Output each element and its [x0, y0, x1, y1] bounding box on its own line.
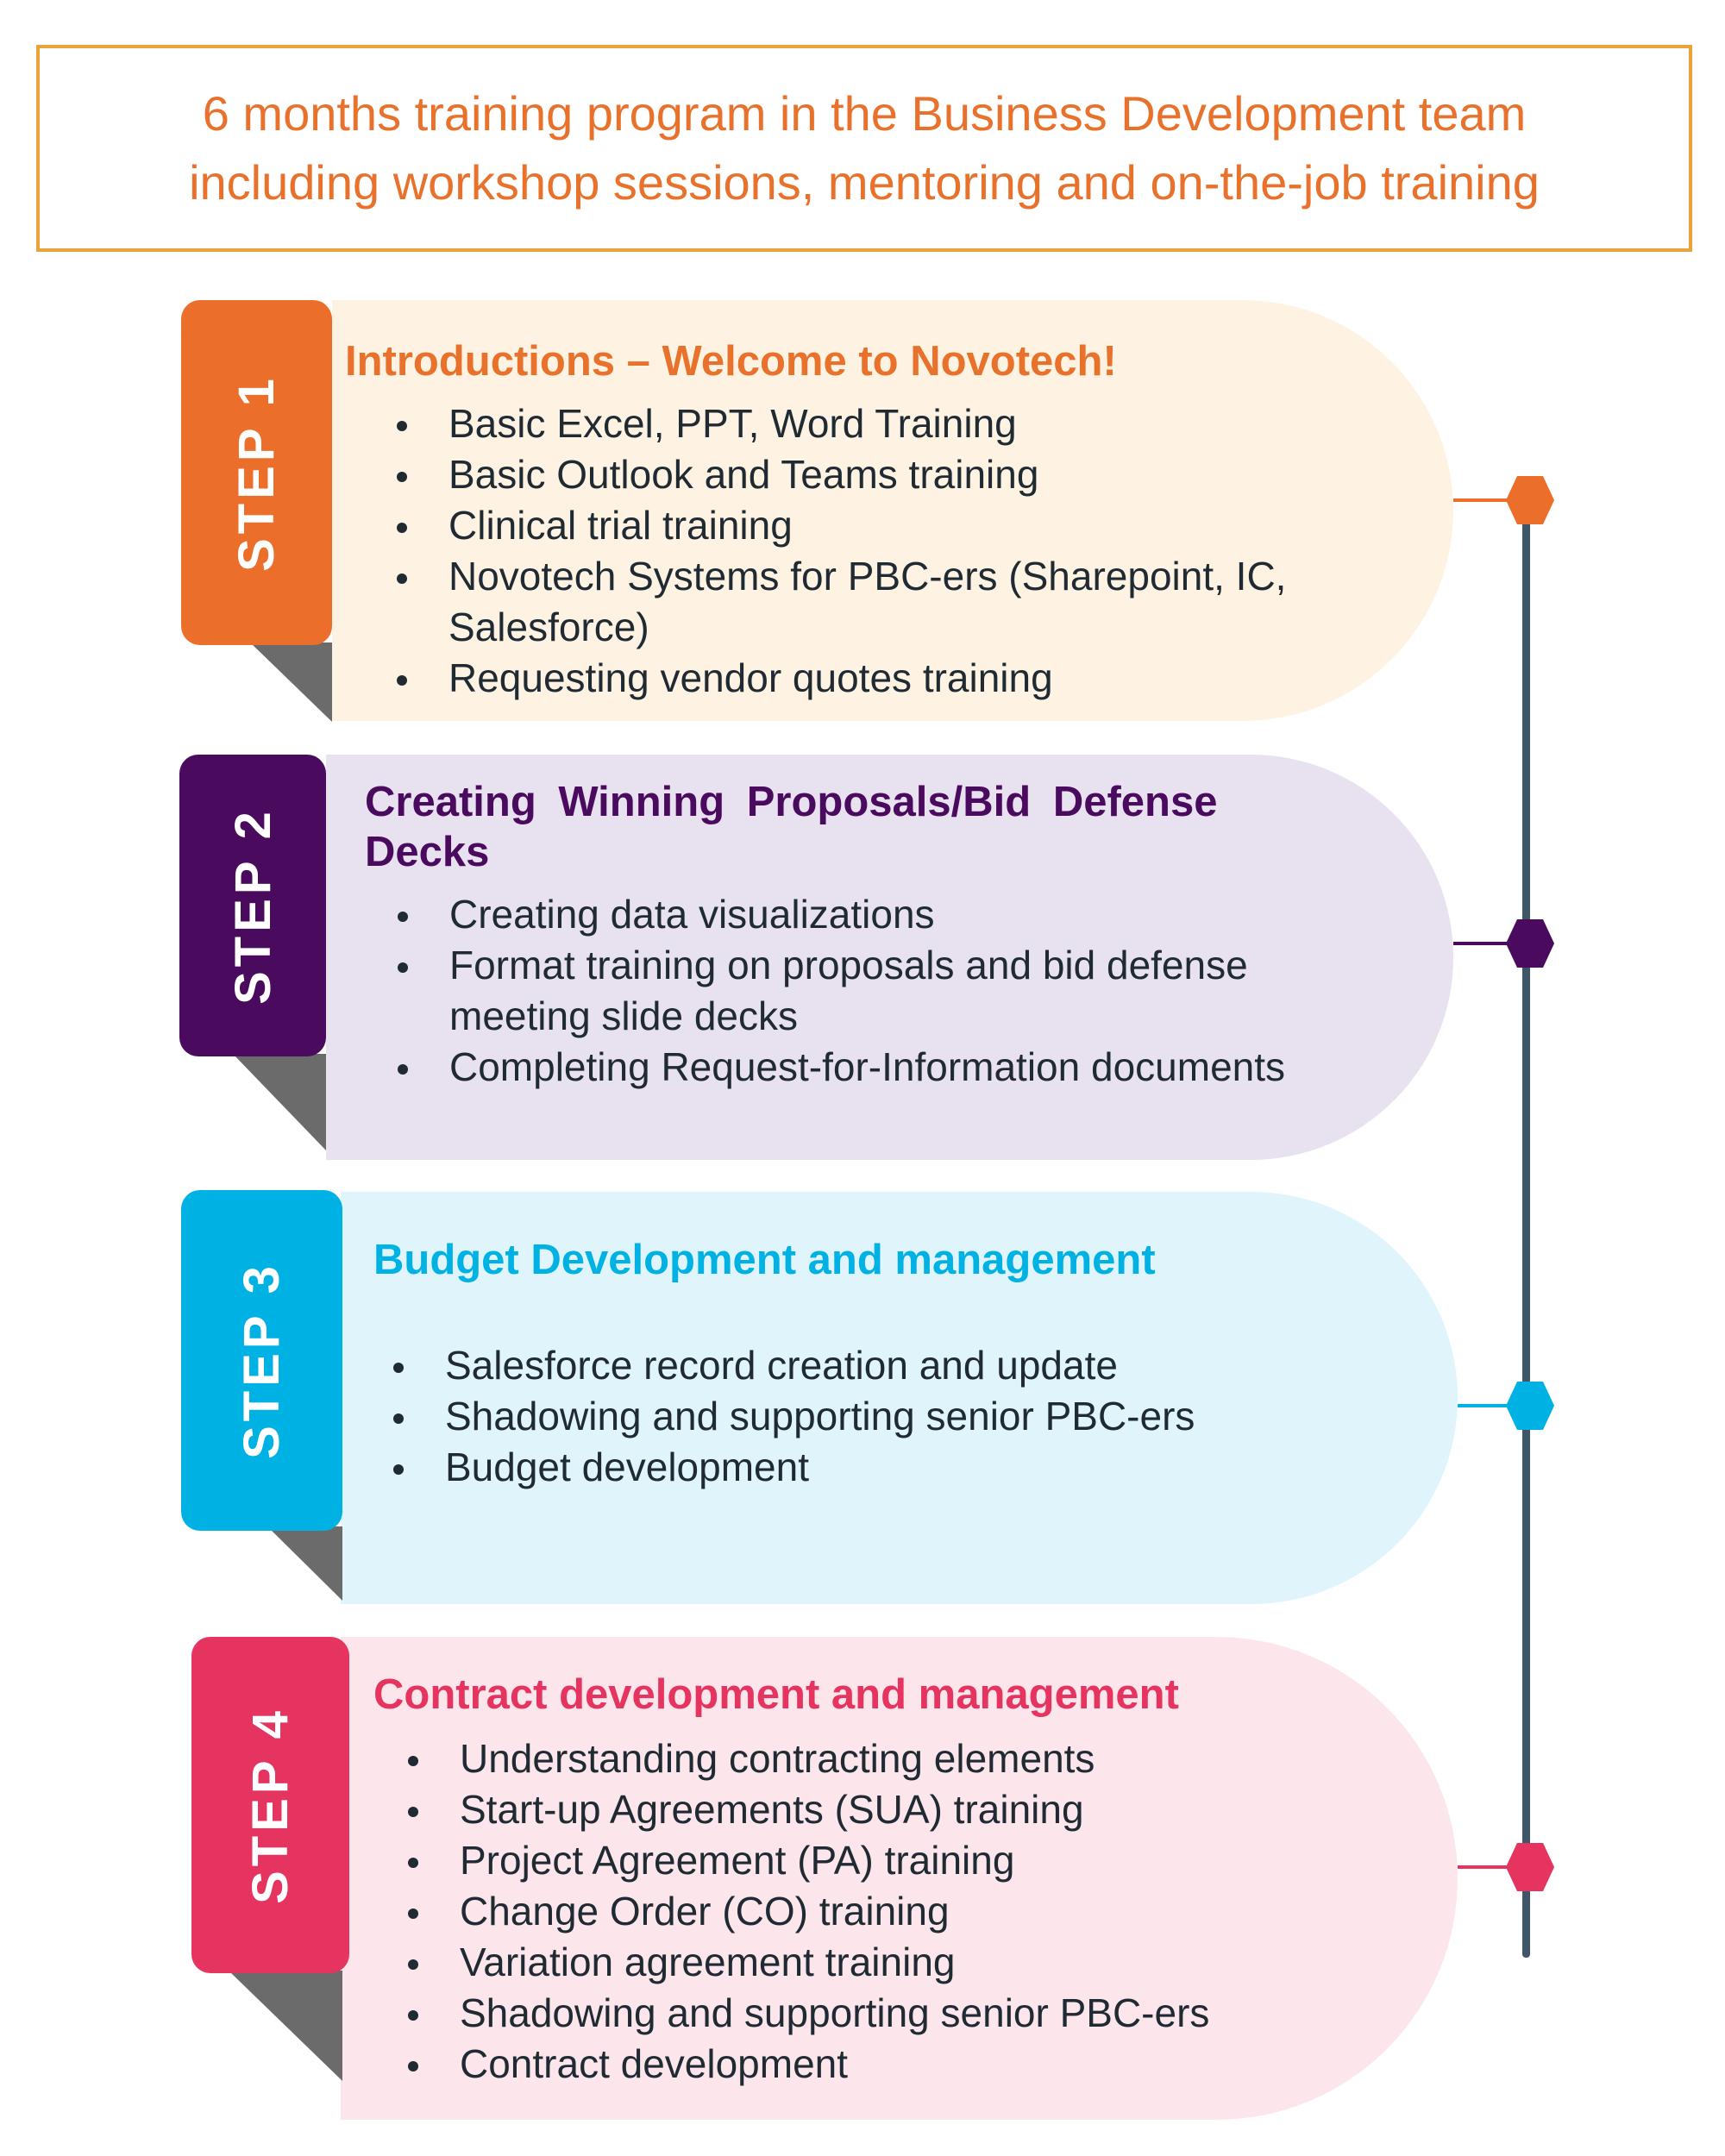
- header-line-1: 6 months training program in the Busines…: [202, 86, 1527, 141]
- step-3-label: STEP 3: [234, 1262, 290, 1459]
- step-2-item: Creating data visualizations: [391, 889, 1383, 940]
- step-1-item: Clinical trial training: [390, 500, 1382, 551]
- step-2-panel: Creating Winning Proposals/Bid Defense D…: [326, 755, 1453, 1160]
- step-1-tab: STEP 1: [181, 300, 332, 645]
- step-3-list: Salesforce record creation and update Sh…: [373, 1340, 1378, 1493]
- step-2-tab-shadow: [233, 1054, 326, 1150]
- step-4-item: Contract development: [401, 2039, 1393, 2090]
- step-3-item: Shadowing and supporting senior PBC-ers: [386, 1391, 1378, 1442]
- step-1-item: Basic Excel, PPT, Word Training: [390, 398, 1382, 449]
- step-2-list: Creating data visualizations Format trai…: [365, 889, 1383, 1093]
- step-4-marker-icon: [1506, 1843, 1554, 1891]
- step-4-item: Change Order (CO) training: [401, 1886, 1393, 1937]
- step-1-label: STEP 1: [229, 373, 285, 572]
- step-4-item: Shadowing and supporting senior PBC-ers: [401, 1988, 1393, 2039]
- step-3-marker-icon: [1506, 1382, 1554, 1430]
- step-2-item: Completing Request-for-Information docum…: [391, 1042, 1383, 1093]
- step-4-list: Understanding contracting elements Start…: [373, 1733, 1393, 2090]
- header-line-2: including workshop sessions, mentoring a…: [189, 155, 1540, 210]
- step-1-connector: [1453, 498, 1527, 502]
- step-4-panel: Contract development and management Unde…: [341, 1637, 1458, 2120]
- step-3-tab: STEP 3: [181, 1190, 342, 1531]
- step-3-item: Budget development: [386, 1442, 1378, 1493]
- step-1-panel: Introductions – Welcome to Novotech! Bas…: [332, 300, 1453, 721]
- step-2-label: STEP 2: [224, 806, 281, 1005]
- step-4-item: Understanding contracting elements: [401, 1733, 1393, 1784]
- step-2-title: Creating Winning Proposals/Bid Defense D…: [365, 779, 1218, 875]
- step-3-item: Salesforce record creation and update: [386, 1340, 1378, 1391]
- step-1-title: Introductions – Welcome to Novotech!: [345, 338, 1117, 385]
- timeline-line: [1522, 492, 1530, 1958]
- step-4-item: Project Agreement (PA) training: [401, 1835, 1393, 1886]
- step-2-marker-icon: [1506, 919, 1554, 968]
- step-1-item: Basic Outlook and Teams training: [390, 449, 1382, 500]
- step-2-tab: STEP 2: [179, 755, 326, 1056]
- step-4-item: Variation agreement training: [401, 1937, 1393, 1988]
- step-4-tab-shadow: [229, 1971, 342, 2081]
- step-2-item: Format training on proposals and bid def…: [391, 940, 1383, 1042]
- step-2-connector: [1453, 942, 1527, 945]
- step-4-title: Contract development and management: [373, 1671, 1179, 1718]
- step-3-title: Budget Development and management: [373, 1237, 1156, 1283]
- program-header: 6 months training program in the Busines…: [36, 45, 1692, 252]
- step-1-list: Basic Excel, PPT, Word Training Basic Ou…: [345, 398, 1382, 704]
- step-3-tab-shadow: [267, 1526, 342, 1601]
- step-4-tab: STEP 4: [191, 1637, 349, 1973]
- step-4-connector: [1458, 1865, 1527, 1869]
- step-1-marker-icon: [1506, 476, 1554, 524]
- step-4-item: Start-up Agreements (SUA) training: [401, 1784, 1393, 1835]
- step-4-label: STEP 4: [242, 1706, 298, 1904]
- step-3-panel: Budget Development and management Salesf…: [341, 1192, 1458, 1604]
- step-3-connector: [1458, 1404, 1527, 1407]
- step-1-item: Novotech Systems for PBC-ers (Sharepoint…: [390, 551, 1382, 653]
- step-1-tab-shadow: [250, 642, 332, 722]
- step-1-item: Requesting vendor quotes training: [390, 653, 1382, 704]
